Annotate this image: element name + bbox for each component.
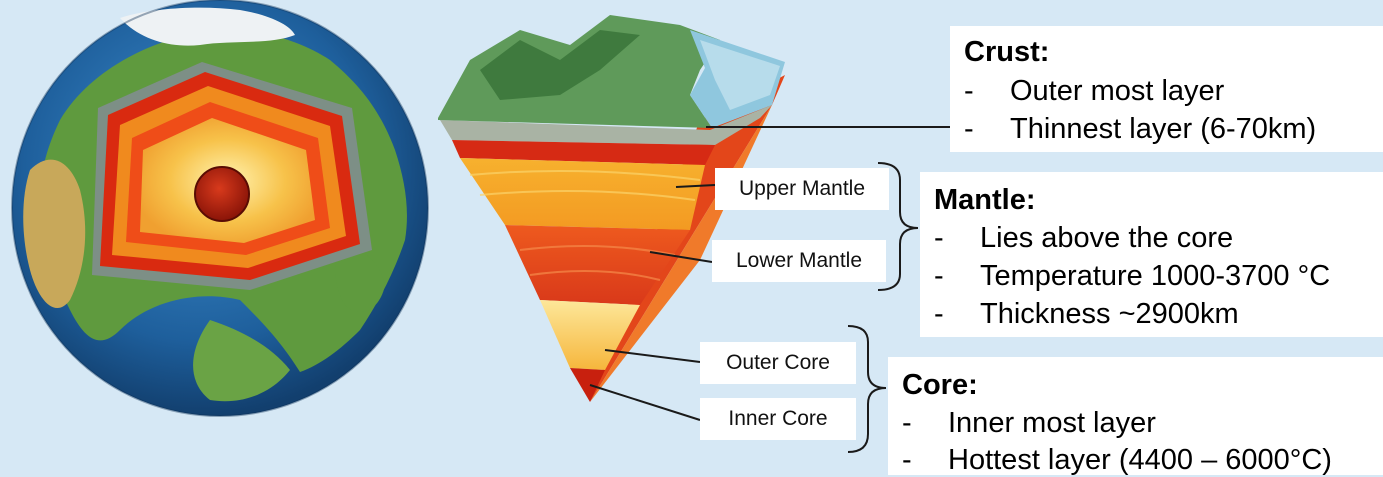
earth-globe [11,0,429,417]
inner-core-pointer-line [589,384,701,421]
pointer-lines [589,126,950,421]
core-info-box: Core: - Inner most layer - Hottest layer… [888,357,1383,476]
outer-core-label: Outer Core [700,342,856,384]
upper-mantle-label: Upper Mantle [715,168,889,210]
crust-title: Crust: [964,36,1050,68]
outer-core-pointer-line [604,349,701,363]
inner-core-label: Inner Core [700,398,856,440]
crust-info-box: Crust: - Outer most layer - Thinnest lay… [950,26,1383,152]
cross-section-cone [438,15,785,402]
lower-mantle-pointer-line [649,251,713,263]
upper-mantle-pointer-line [675,184,716,188]
mantle-brace [877,162,919,291]
lower-mantle-label: Lower Mantle [712,240,886,282]
braces [847,162,919,453]
mantle-title: Mantle: [934,184,1036,216]
core-brace [847,325,887,453]
mantle-info-box: Mantle: - Lies above the core - Temperat… [920,172,1383,337]
core-title: Core: [902,369,978,401]
